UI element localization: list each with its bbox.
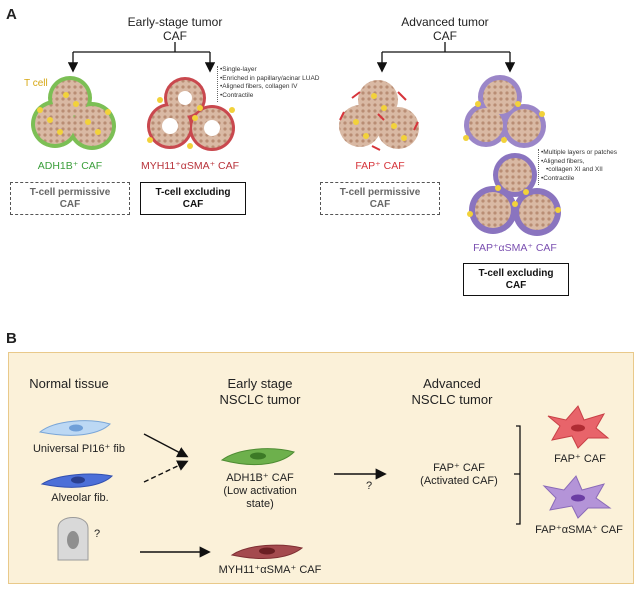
adh1b-caf-description: ADH1B⁺ CAF (Low activation state)	[223, 472, 297, 510]
fapasma-bullet-1: Multiple layers or patches	[541, 149, 641, 158]
myh11-bullet-4: Contractile	[220, 92, 350, 101]
fap-caf-label: FAP⁺ CAF	[355, 160, 405, 172]
myh11-caf-b-label: MYH11⁺αSMA⁺ CAF	[218, 564, 322, 576]
adh1b-caf-label: ADH1B⁺ CAF	[37, 160, 103, 172]
fapasma-bullet-2: Aligned fibers,	[541, 158, 641, 167]
fap-asma-top-cluster	[463, 75, 546, 148]
early-tree-arrows	[67, 42, 216, 73]
fapasma-caf-output-label: FAP⁺αSMA⁺ CAF	[535, 524, 623, 536]
adh1b-tumor-cluster	[31, 76, 116, 150]
panel-a-illustration	[31, 42, 561, 236]
fapasma-bullets: Multiple layers or patches Aligned fiber…	[541, 149, 641, 183]
fap-tumor-cluster	[339, 80, 419, 151]
myh11-bullet-3: Aligned fibers, collagen IV	[220, 83, 350, 92]
panel-b-letter: B	[6, 330, 17, 347]
alveolar-fib-label: Alveolar fib.	[51, 492, 109, 504]
myh11-bullet-1: Single-layer	[220, 66, 350, 75]
early-nsclc-title: Early stage NSCLC tumor	[219, 376, 301, 407]
advanced-title: Advanced tumor CAF	[401, 15, 489, 43]
fapasma-bullet-3: collagen XI and XII	[541, 166, 641, 175]
fapasma-bullets-bracket	[538, 149, 540, 185]
fapasma-bullet-4: Contractile	[541, 175, 641, 184]
early-stage-title: Early-stage tumor CAF	[127, 15, 223, 43]
normal-tissue-title: Normal tissue	[29, 376, 109, 391]
universal-fib-label: Universal PI16⁺ fib	[32, 443, 125, 455]
myh11-bullets-bracket	[217, 66, 219, 102]
panel-b-background	[8, 352, 634, 584]
t-cell-label: T cell	[24, 78, 48, 89]
panel-a-letter: A	[6, 6, 17, 23]
myh11-caf-label: MYH11⁺αSMA⁺ CAF	[140, 160, 240, 172]
fap-caf-output-label: FAP⁺ CAF	[554, 453, 606, 465]
unknown-origin-question: ?	[93, 528, 101, 540]
fap-asma-lower-cluster	[467, 153, 561, 236]
advanced-nsclc-title: Advanced NSCLC tumor	[411, 376, 493, 407]
myh11-bullet-2: Enriched in papillary/acinar LUAD	[220, 75, 350, 84]
myh11-tumor-cluster	[147, 77, 235, 151]
fapasma-caf-label: FAP⁺αSMA⁺ CAF	[473, 242, 557, 254]
myh11-bullets: Single-layer Enriched in papillary/acina…	[220, 66, 350, 100]
advanced-tree-arrows	[376, 42, 516, 73]
fap-caf-description: FAP⁺ CAF (Activated CAF)	[420, 462, 498, 487]
transition-question: ?	[365, 480, 373, 492]
